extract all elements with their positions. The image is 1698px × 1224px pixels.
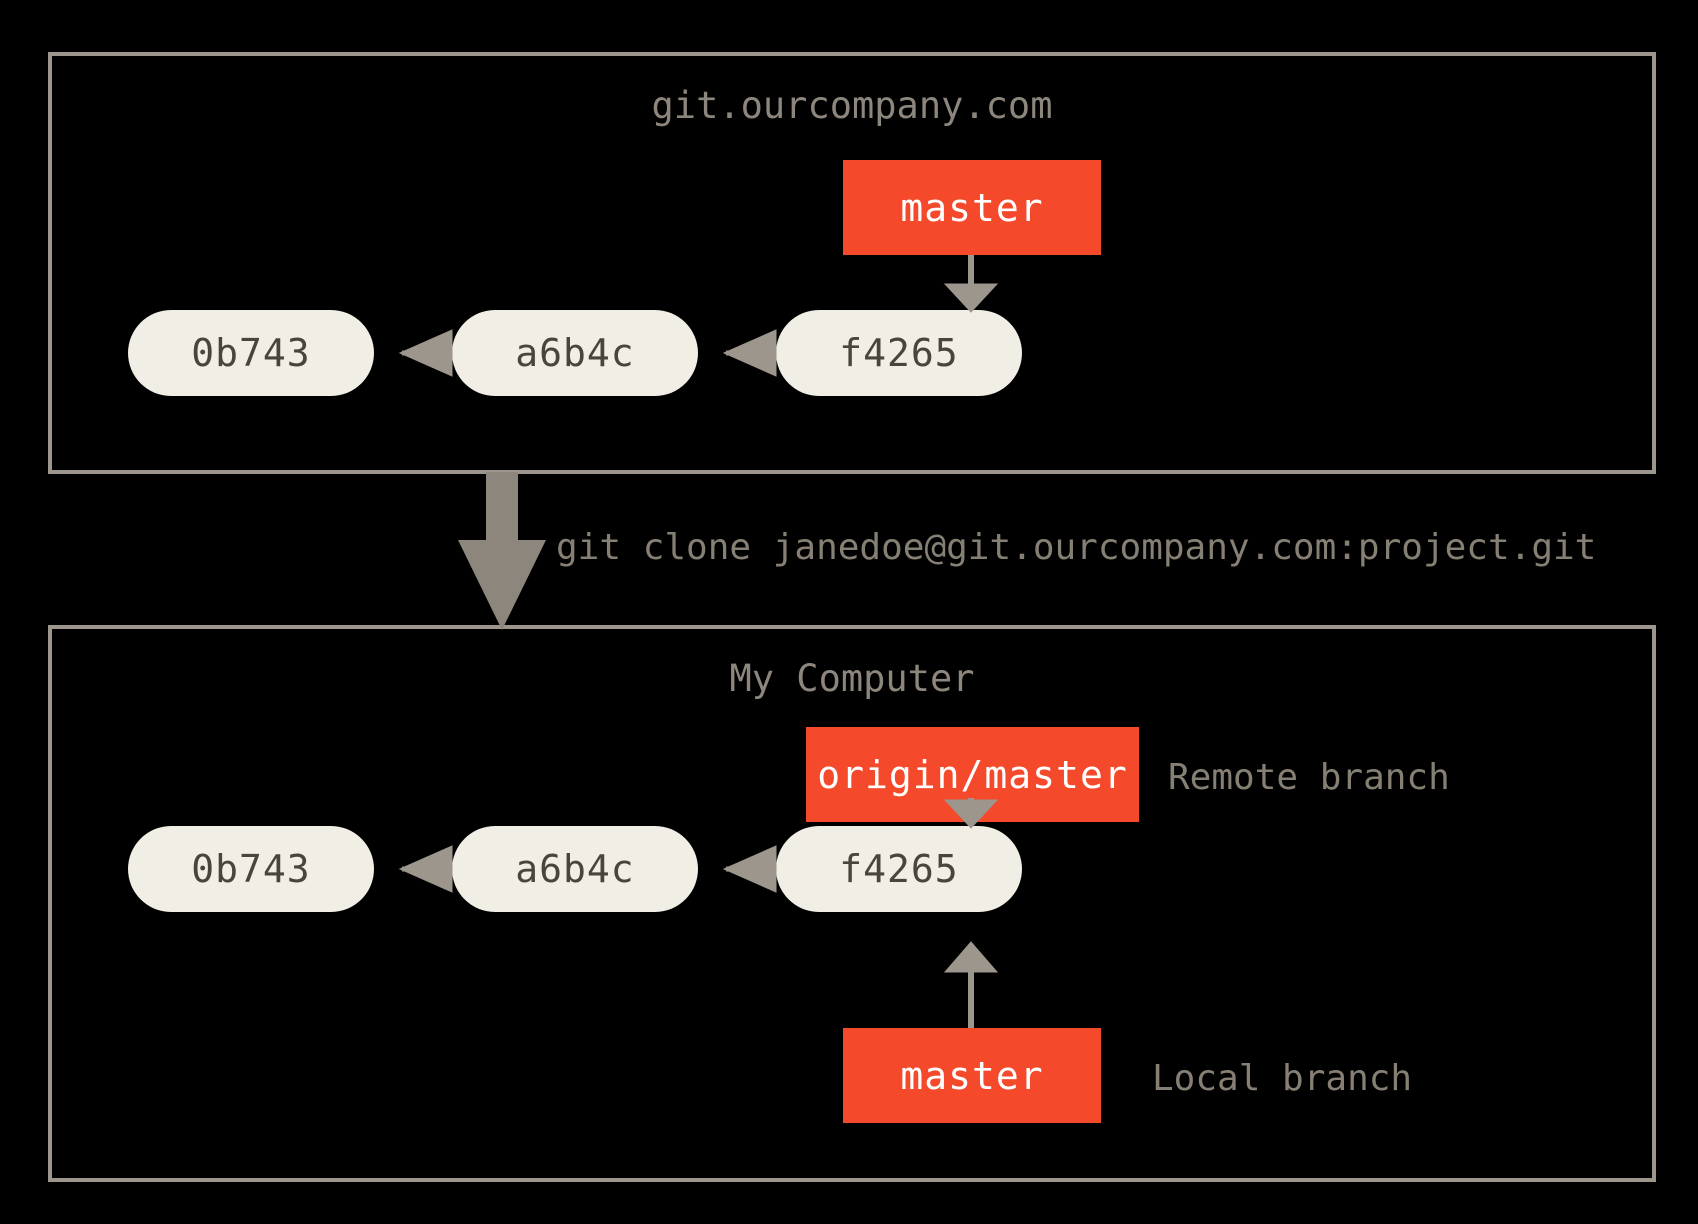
- branch-label-master-local: master: [843, 1028, 1101, 1123]
- branch-label-origin-master: origin/master: [806, 727, 1139, 822]
- clone-transition-arrow: [458, 472, 546, 630]
- branch-label-master-remote: master: [843, 160, 1101, 255]
- commit-node: 0b743: [128, 310, 374, 396]
- commit-node: a6b4c: [452, 826, 698, 912]
- commit-node: f4265: [776, 310, 1022, 396]
- annotation-remote-branch: Remote branch: [1168, 757, 1450, 798]
- panel-local-title: My Computer: [729, 657, 975, 700]
- clone-command-label: git clone janedoe@git.ourcompany.com:pro…: [556, 527, 1597, 568]
- commit-node: a6b4c: [452, 310, 698, 396]
- commit-node: f4265: [776, 826, 1022, 912]
- panel-local-computer: My Computer: [48, 625, 1656, 1182]
- panel-remote-title: git.ourcompany.com: [651, 84, 1053, 127]
- annotation-local-branch: Local branch: [1152, 1058, 1413, 1099]
- commit-node: 0b743: [128, 826, 374, 912]
- panel-remote-server: git.ourcompany.com: [48, 52, 1656, 474]
